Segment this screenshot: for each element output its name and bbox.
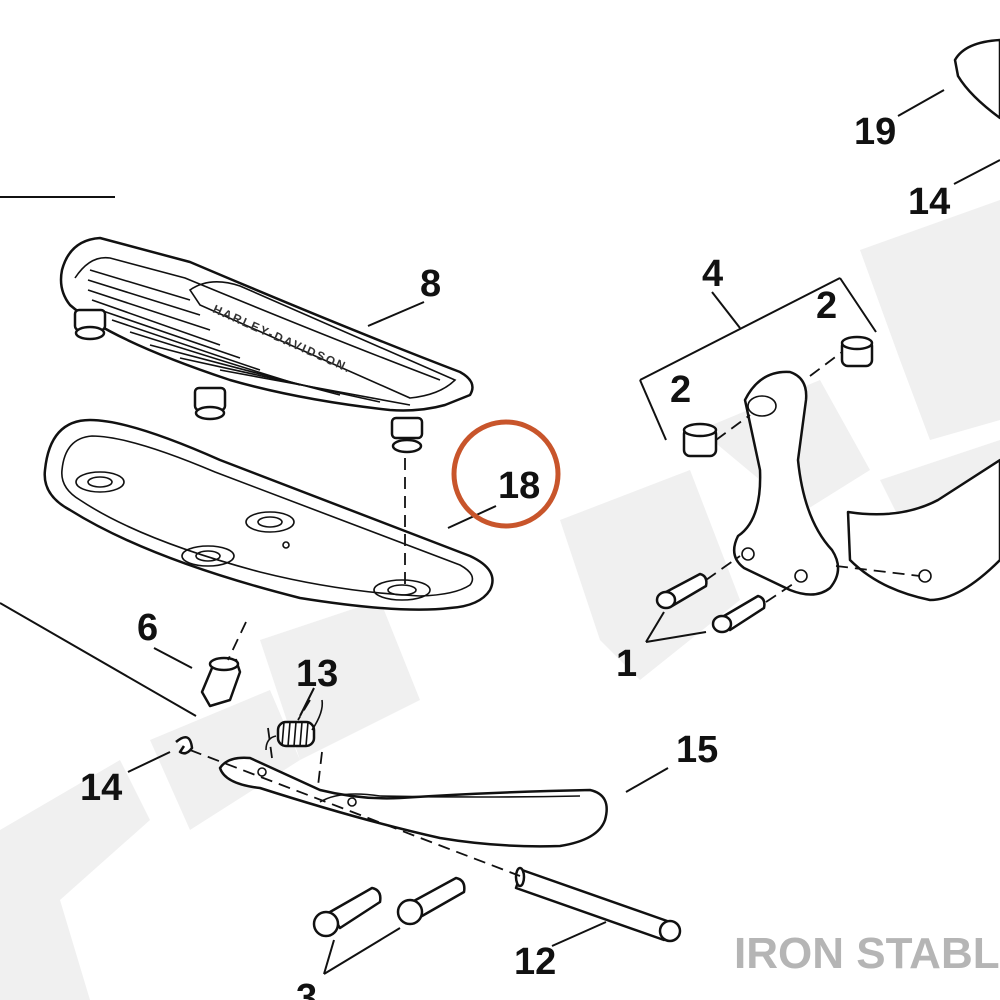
assembly-lines xyxy=(189,351,921,877)
callout-12: 12 xyxy=(514,941,556,983)
callout-8: 8 xyxy=(420,263,441,305)
e-clip-lower xyxy=(175,735,194,755)
callout-2-left: 2 xyxy=(670,369,691,411)
callout-3: 3 xyxy=(296,977,317,1000)
footboard-cover: HARLEY-DAVIDSON. xyxy=(59,236,474,454)
right-partial-parts xyxy=(846,38,1000,602)
pedal-arm xyxy=(218,756,608,848)
callout-1: 1 xyxy=(616,643,637,685)
screws-bracket xyxy=(655,572,766,634)
bolts-lower xyxy=(312,876,466,938)
callout-2-right: 2 xyxy=(816,285,837,327)
highlight-ring xyxy=(451,419,561,529)
pivot-pin xyxy=(200,656,242,708)
callout-15: 15 xyxy=(676,729,718,771)
callout-6: 6 xyxy=(137,607,158,649)
callout-13: 13 xyxy=(296,653,338,695)
callout-19: 19 xyxy=(854,111,896,153)
long-pin xyxy=(514,866,682,943)
bushings xyxy=(682,335,874,458)
callout-4: 4 xyxy=(702,253,723,295)
pedal-bracket xyxy=(732,370,840,596)
spring xyxy=(265,699,324,751)
callout-14-lower: 14 xyxy=(80,767,122,809)
callout-18: 18 xyxy=(498,465,540,507)
callout-labels: 8 18 6 13 14 15 12 3 4 2 2 1 19 14 xyxy=(80,111,950,1000)
footboard-pan xyxy=(43,418,494,611)
callout-14-upper: 14 xyxy=(908,181,950,223)
leader-lines xyxy=(0,89,1000,975)
brand-watermark: IRON STABLE xyxy=(734,929,1000,978)
